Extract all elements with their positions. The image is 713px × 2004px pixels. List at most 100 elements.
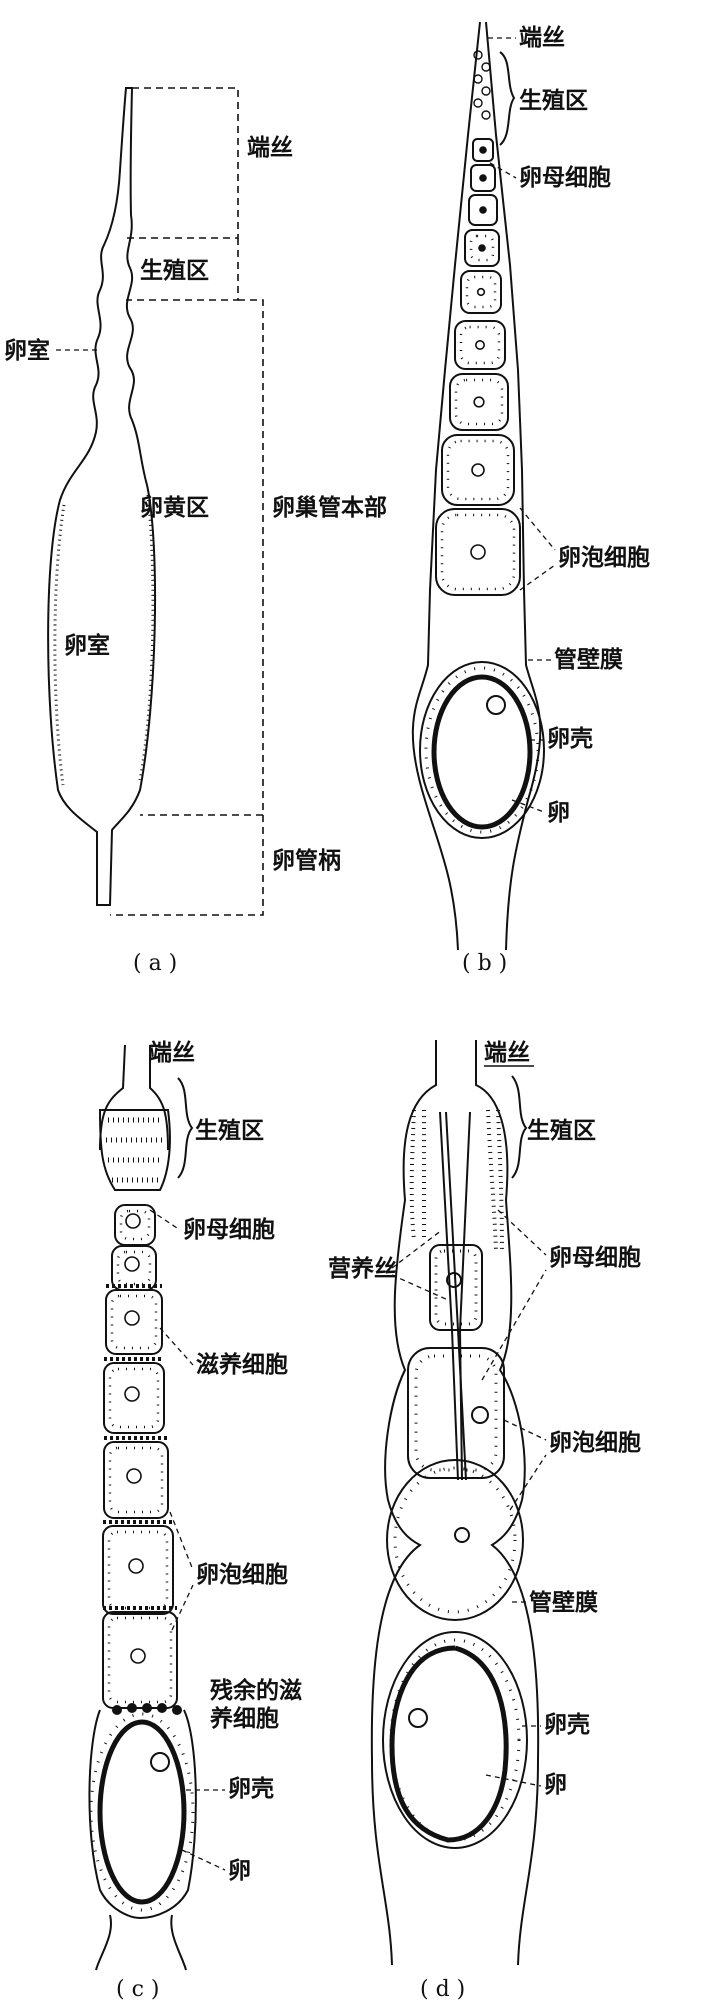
panel-a-label-egg-chamber-top: 卵室 [4, 337, 50, 364]
panel-c-leader-egg [181, 1849, 226, 1871]
panel-c-follicle-stack [102, 1204, 178, 1709]
panel-d-label-chorion: 卵壳 [544, 1711, 590, 1738]
panel-b-follicle-9-inner [440, 513, 516, 591]
panel-c-follicle-1-nucleus [125, 1213, 141, 1229]
panel-b-caption: ( b ) [462, 951, 507, 976]
panel-b-germarium-cell-5 [473, 98, 483, 108]
panel-d-follicle-1-nucleus [446, 1272, 462, 1288]
panel-c-brace-germarium [177, 1077, 194, 1179]
panel-c-follicle-4-inner [108, 1367, 160, 1429]
panel-d-label-oocyte: 卵母细胞 [549, 1244, 641, 1271]
panel-d-egg-chamber [382, 1631, 528, 1849]
panel-c-egg-chamber [88, 1709, 197, 1920]
panel-b-follicle-2 [470, 164, 496, 192]
panel-b-follicle-6-nucleus [475, 340, 485, 350]
panel-b-label-egg: 卵 [547, 800, 570, 826]
panel-b-follicle-7-nucleus [473, 396, 485, 408]
panel-b-brace-germarium [499, 51, 516, 146]
panel-d: 端丝 生殖区 营养丝 卵母细胞 卵泡细胞 管壁膜 卵壳 卵 ( d ) [328, 1040, 641, 2002]
panel-b-follicle-5-nucleus [476, 287, 486, 297]
panel-c-follicle-6-inner [107, 1530, 169, 1610]
panel-b-germarium-cell-6 [481, 110, 491, 120]
panel-b-follicle-3 [468, 194, 498, 226]
panel-b: 端丝 生殖区 卵母细胞 卵泡细胞 管壁膜 卵壳 卵 ( b ) [411, 21, 650, 976]
panel-c-label-residual-2: 养细胞 [209, 1705, 279, 1732]
panel-c-follicle-5-nucleus [126, 1468, 142, 1484]
panel-c-follicle-4 [103, 1362, 165, 1434]
panel-a-stipple-edge [53, 494, 155, 786]
panel-b-leader-follicle-2 [519, 564, 556, 591]
panel-b-label-chorion: 卵壳 [547, 725, 593, 752]
panel-b-follicle-9 [435, 508, 521, 596]
panel-a-bracket-pedicel [110, 815, 264, 916]
panel-c-label-egg: 卵 [228, 1858, 251, 1884]
panel-c-label-germarium: 生殖区 [195, 1118, 264, 1144]
panel-d-label-germarium: 生殖区 [527, 1118, 596, 1144]
panel-d-leader-follicle-2 [509, 1454, 547, 1511]
panel-c-follicle-6 [102, 1525, 174, 1615]
panel-b-germarium-cell-2 [481, 62, 491, 72]
panel-c-follicle-3-nucleus [124, 1310, 140, 1326]
panel-c-follicle-1-inner [119, 1209, 151, 1241]
panel-b-egg-chamber [419, 661, 545, 839]
panel-b-label-oocyte: 卵母细胞 [519, 164, 611, 191]
panel-d-label-egg: 卵 [544, 1772, 567, 1798]
panel-a-ovariole-outline [47, 87, 157, 906]
panel-c-pedicel [95, 1914, 187, 1971]
panel-b-follicle-7-inner [454, 378, 504, 426]
panel-c-label-follicle-cells: 卵泡细胞 [196, 1561, 288, 1588]
panel-c-label-terminal-filament: 端丝 [149, 1040, 195, 1066]
panel-c-egg-follicle-dots [89, 1712, 195, 1912]
panel-d-leader-nutritive-2 [391, 1274, 449, 1301]
panel-d-label-tunica: 管壁膜 [529, 1589, 598, 1616]
panel-b-germarium-cell-1 [473, 50, 483, 60]
panel-b-follicle-5-inner [465, 275, 497, 309]
panel-b-follicle-4-nucleus [478, 244, 486, 252]
panel-c-follicle-4-nucleus [124, 1386, 140, 1402]
panel-c-leader-oocyte [149, 1209, 181, 1231]
panel-b-leader-follicle-1 [519, 507, 556, 551]
panel-d-follicle-1-inner [434, 1249, 478, 1326]
panel-b-follicle-6-inner [459, 325, 501, 365]
panel-c-germarium [98, 1109, 171, 1191]
panel-b-label-terminal-filament: 端丝 [519, 25, 565, 51]
panel-b-egg-nucleus [486, 695, 506, 715]
panel-a-bracket-terminal [126, 87, 239, 239]
panel-d-follicle-3-inner [393, 1466, 517, 1614]
panel-c-label-chorion: 卵壳 [228, 1775, 274, 1802]
panel-c-follicle-2-inner [116, 1250, 152, 1286]
panel-a: 端丝 生殖区 卵室 卵黄区 卵巢管本部 卵室 卵管柄 ( a ) [4, 87, 387, 976]
panel-b-follicle-1-nucleus [479, 146, 487, 154]
panel-c-residual-nurse-cells [112, 1703, 182, 1715]
panel-a-label-germarium: 生殖区 [140, 258, 209, 284]
panel-b-follicle-8-nucleus [471, 463, 485, 477]
panel-d-leader-nutritive-1 [391, 1229, 443, 1269]
panel-c-label-oocyte: 卵母细胞 [183, 1216, 275, 1243]
panel-d-follicle-3-nucleus [454, 1527, 470, 1543]
panel-d-leader-follicle-1 [503, 1419, 547, 1441]
panel-b-follicle-8-inner [446, 439, 510, 501]
panel-c-follicle-7-nucleus [130, 1648, 146, 1664]
panel-d-outline [370, 1040, 540, 1966]
panel-a-label-ovariole-body: 卵巢管本部 [272, 494, 387, 521]
panel-c-leader-nurse-cells [159, 1327, 194, 1366]
panel-a-label-pedicel: 卵管柄 [272, 847, 341, 874]
panel-c-follicle-5-inner [108, 1446, 164, 1514]
panel-c-follicle-6-nucleus [128, 1558, 144, 1574]
panel-c-label-residual-1: 残余的滋 [210, 1677, 302, 1704]
panel-b-follicle-2-nucleus [479, 174, 487, 182]
panel-b-leader-oocyte [489, 162, 517, 179]
panel-a-caption: ( a ) [133, 951, 177, 976]
panel-d-follicle-1 [429, 1244, 483, 1331]
panel-b-label-follicle-cells: 卵泡细胞 [558, 544, 650, 571]
panel-a-label-vitellarium: 卵黄区 [140, 495, 209, 521]
panel-b-follicle-1 [472, 138, 494, 162]
panel-d-leader-oocyte-1 [497, 1209, 547, 1256]
panel-d-caption: ( d ) [420, 1977, 465, 2002]
panel-c-follicle-3-inner [110, 1294, 158, 1350]
panel-d-follicle-3 [386, 1459, 524, 1621]
panel-d-label-nutritive-cord: 营养丝 [328, 1255, 397, 1282]
panel-b-label-tunica: 管壁膜 [554, 646, 623, 673]
panel-d-follicle-2-nucleus [471, 1406, 489, 1424]
